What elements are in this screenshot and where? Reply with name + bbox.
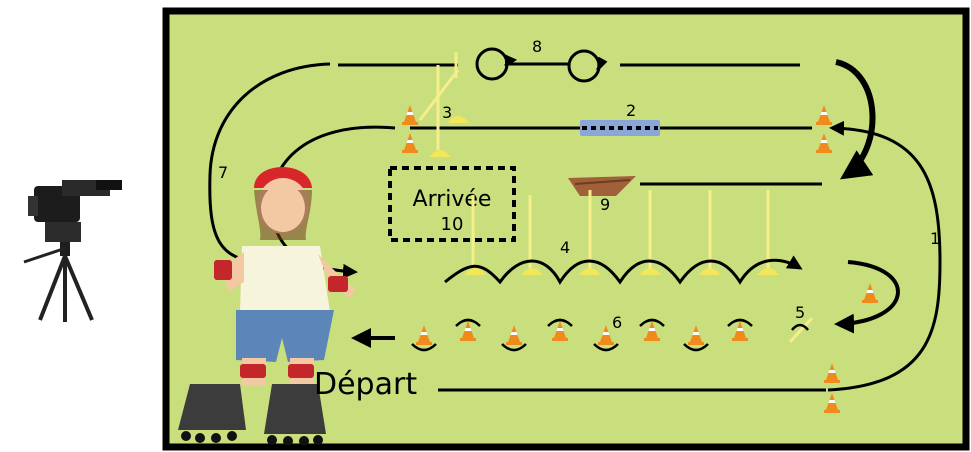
start-label: Départ (314, 367, 417, 402)
station-number-1: 1 (930, 229, 940, 248)
video-camera-icon (24, 180, 122, 322)
station-number-6: 6 (612, 313, 622, 332)
station-number-3: 3 (442, 103, 452, 122)
station-number-5: 5 (795, 303, 805, 322)
station-number-7: 7 (218, 163, 228, 182)
station-number-9: 9 (600, 195, 610, 214)
finish-number: 10 (441, 214, 464, 235)
finish-label: Arrivée (413, 187, 492, 212)
station-number-2: 2 (626, 101, 636, 120)
station-number-8: 8 (532, 37, 542, 56)
station-number-4: 4 (560, 238, 570, 257)
